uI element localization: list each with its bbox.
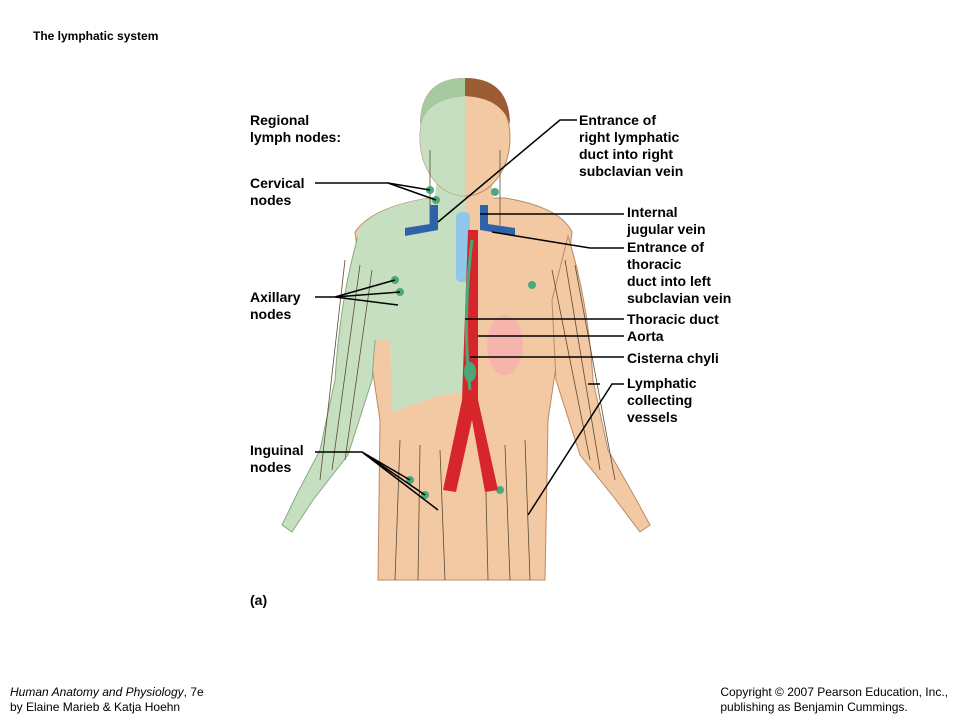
axillary-node — [528, 281, 536, 289]
footer-book: Human Anatomy and Physiology, 7e by Elai… — [10, 685, 204, 715]
cervical-node — [491, 188, 499, 196]
label-inguinal-nodes: Inguinal nodes — [250, 442, 304, 475]
cervical-leader — [315, 182, 437, 201]
aorta — [443, 230, 498, 492]
central-vessels — [405, 205, 523, 492]
label-regional-lymph-nodes: Regional lymph nodes: — [250, 112, 342, 145]
footer-publisher: publishing as Benjamin Cummings. — [720, 700, 908, 714]
entrance-thoracic-leader — [491, 231, 624, 249]
label-entrance-thoracic-duct: Entrance of thoracic duct into left subc… — [627, 239, 732, 306]
left-arm — [551, 234, 651, 533]
leader-lines — [315, 119, 624, 516]
label-axillary-nodes: Axillary nodes — [250, 289, 301, 322]
label-entrance-right-lymphatic-duct: Entrance of right lymphatic duct into ri… — [579, 112, 684, 179]
label-cisterna-chyli: Cisterna chyli — [627, 350, 719, 366]
heart — [487, 315, 523, 375]
label-cervical-nodes: Cervical nodes — [250, 175, 305, 208]
label-lymphatic-collecting-vessels: Lymphatic collecting vessels — [627, 375, 697, 425]
label-internal-jugular-vein: Internal jugular vein — [627, 204, 706, 237]
drained-right-upper — [357, 198, 465, 412]
label-aorta: Aorta — [627, 328, 664, 344]
footer-copyright: Copyright © 2007 Pearson Education, Inc.… — [720, 685, 948, 715]
entrance-right-leader — [437, 119, 577, 223]
hair-right-half — [420, 78, 465, 125]
footer-book-title: Human Anatomy and Physiology — [10, 685, 184, 699]
trachea — [456, 212, 470, 282]
left-internal-jugular-vein — [480, 205, 515, 236]
cisterna-chyli — [464, 362, 476, 382]
right-internal-jugular-vein — [405, 205, 438, 236]
slide-title: The lymphatic system — [33, 29, 159, 43]
footer-edition: , 7e — [183, 685, 204, 699]
axillary-leader — [315, 279, 401, 306]
inguinal-node — [496, 486, 504, 494]
lymphatic-vessels-leader — [527, 383, 624, 516]
head-right-half — [420, 80, 465, 196]
footer-copyright-line: Copyright © 2007 Pearson Education, Inc.… — [720, 685, 948, 699]
inguinal-leader — [315, 451, 439, 511]
footer-authors: by Elaine Marieb & Katja Hoehn — [10, 700, 181, 714]
label-panel-a: (a) — [250, 592, 268, 608]
label-thoracic-duct: Thoracic duct — [627, 311, 719, 327]
